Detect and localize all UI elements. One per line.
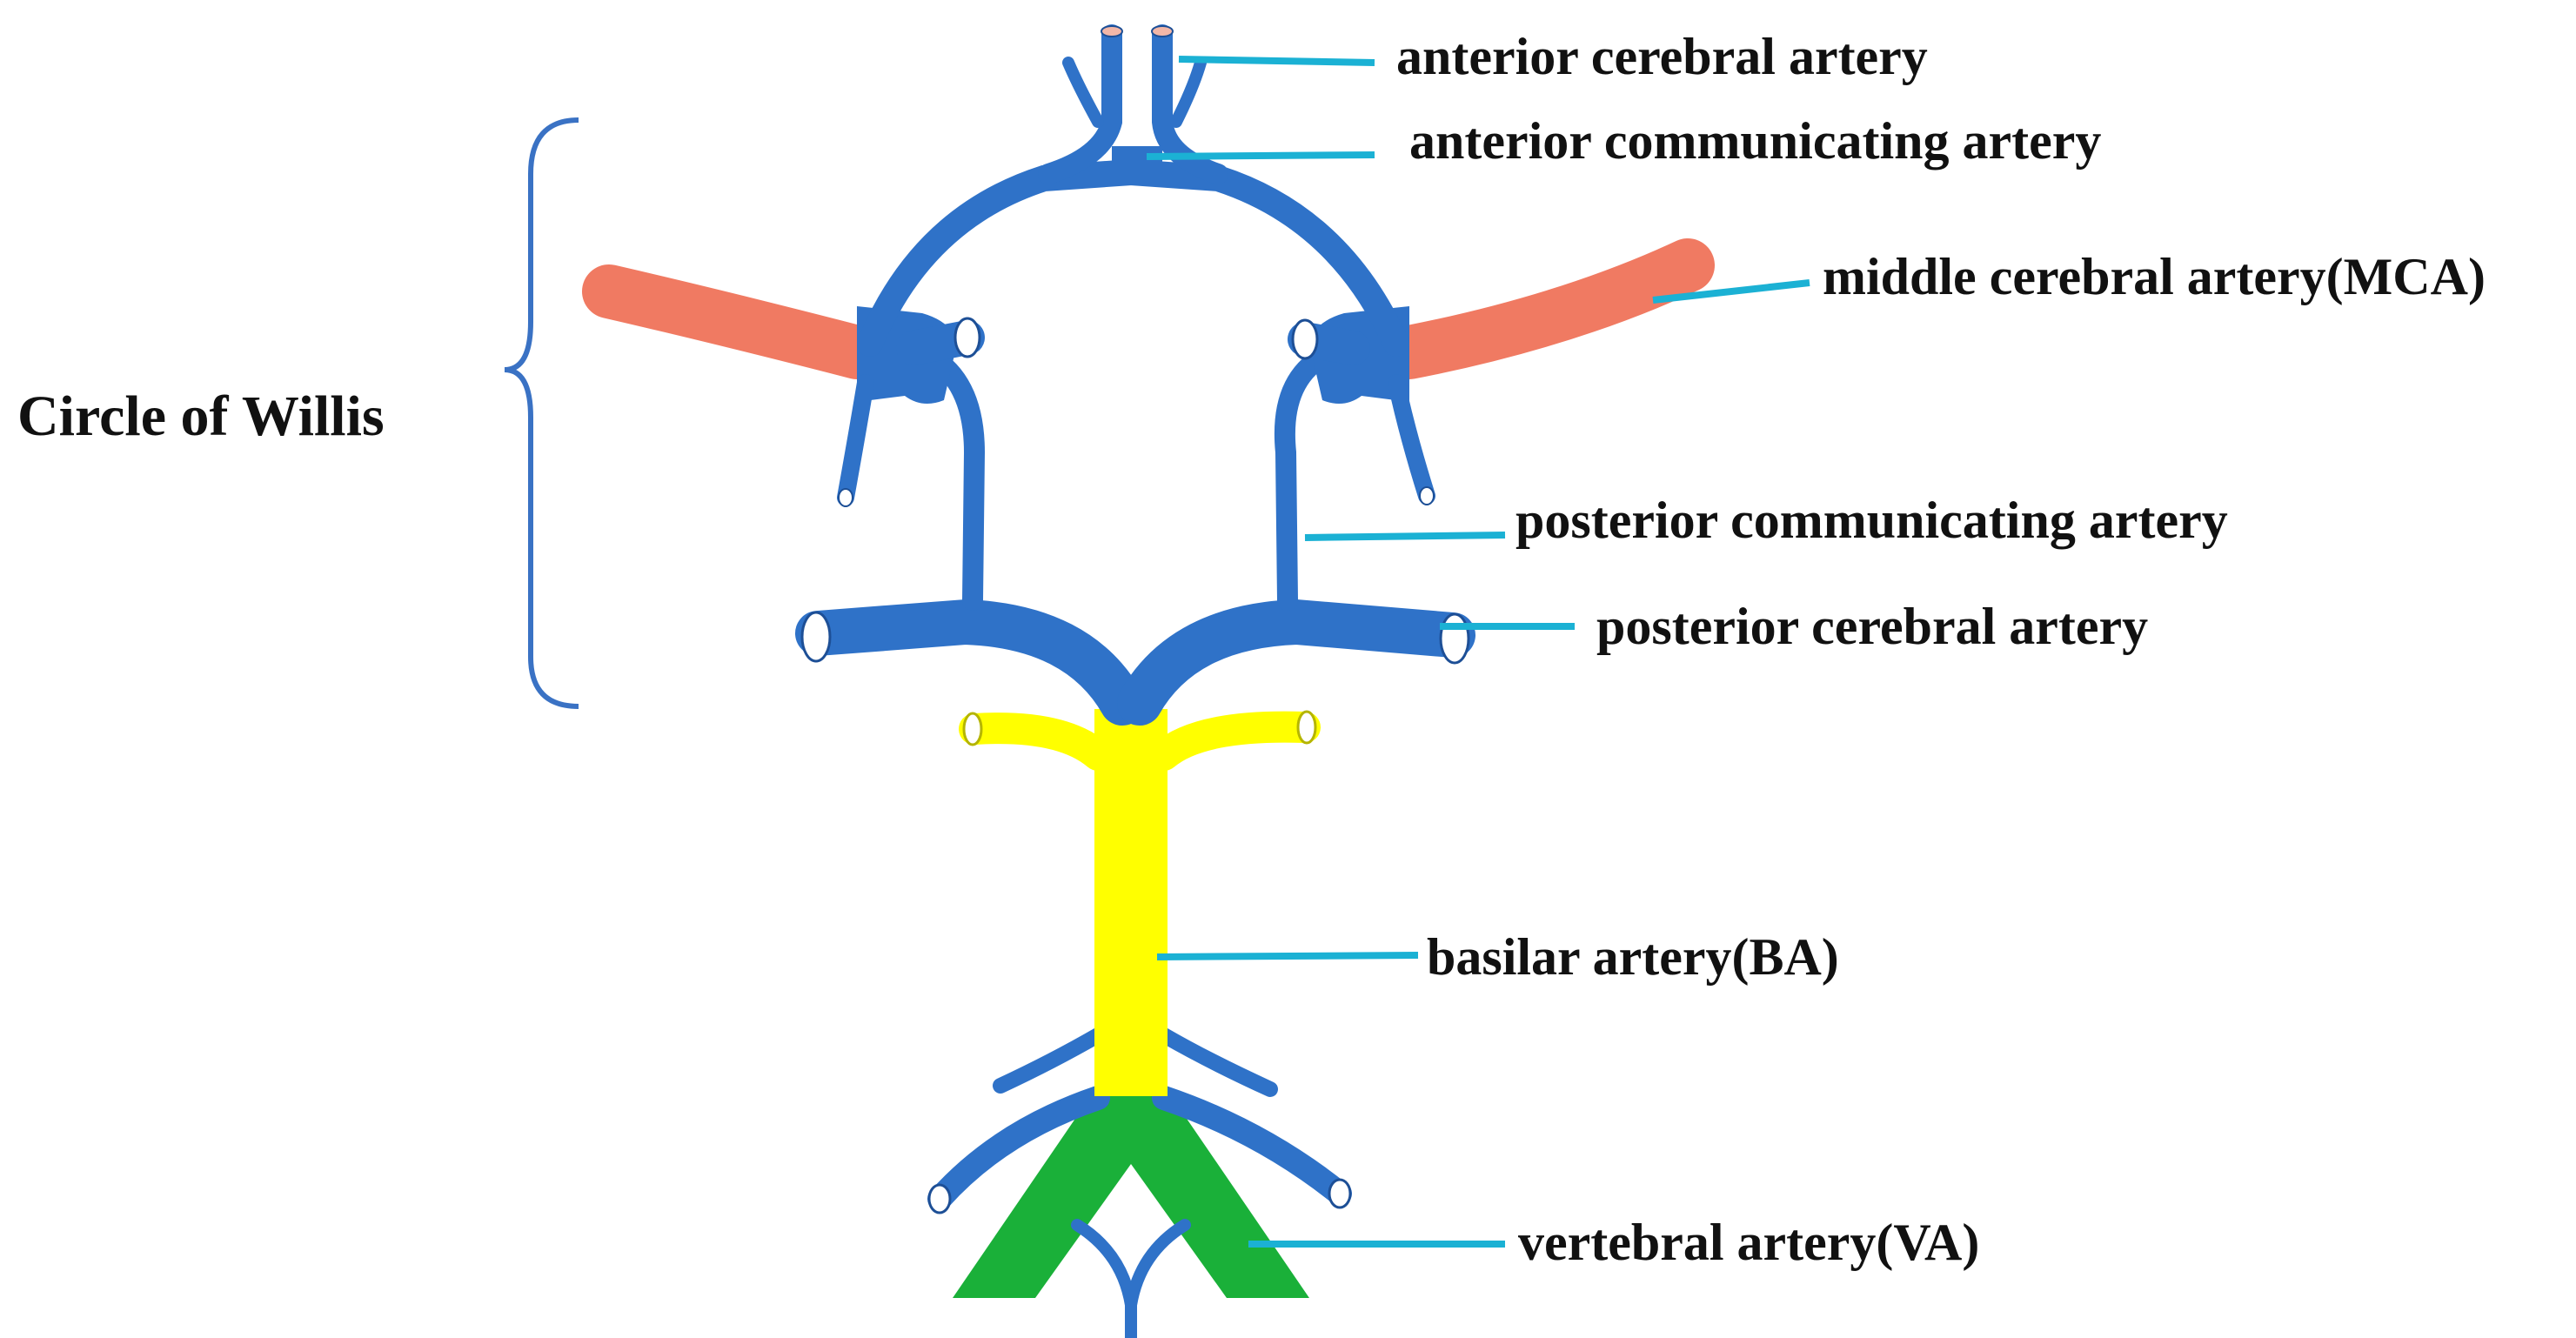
right-anterior-cerebral-artery — [1152, 24, 1228, 184]
right-posterior-communicating-artery — [1274, 346, 1333, 611]
anterior-spinal-artery — [1071, 1219, 1191, 1338]
right-middle-cerebral-artery — [1382, 238, 1715, 379]
label-posterior-communicating-artery: posterior communicating artery — [1515, 492, 2228, 549]
label-anterior-cerebral-artery: anterior cerebral artery — [1396, 28, 1928, 85]
right-anterior-choroidal-branch — [1388, 374, 1435, 505]
anterior-arch — [857, 158, 1409, 357]
left-posterior-cerebral-artery — [795, 599, 1145, 726]
right-ica-opening — [1291, 318, 1319, 360]
left-ica-opening — [953, 317, 981, 358]
left-middle-cerebral-artery — [582, 264, 884, 379]
leader-basilar — [1156, 952, 1419, 960]
vertebral-artery-shape — [953, 1094, 1309, 1298]
leader-posterior-communicating — [1304, 532, 1506, 541]
left-sca-opening — [962, 712, 983, 746]
leader-middle-cerebral — [1652, 279, 1810, 304]
right-posterior-cerebral-artery — [1117, 599, 1475, 726]
label-anterior-communicating-artery: anterior communicating artery — [1409, 112, 2101, 170]
right-aica-branch — [1156, 1027, 1278, 1097]
right-pica-opening — [1328, 1178, 1352, 1209]
right-pica-branch — [1152, 1086, 1352, 1206]
basilar-artery-shape — [1094, 709, 1168, 1096]
right-acoa-small-branch — [1170, 57, 1207, 128]
right-pca-opening — [1439, 612, 1470, 665]
left-anterior-cerebral-artery — [1038, 24, 1122, 184]
right-aca-opening — [1151, 25, 1174, 37]
circle-of-willis-bracket — [504, 117, 579, 709]
left-pica-opening — [927, 1183, 952, 1214]
right-sca-opening — [1296, 710, 1317, 745]
left-aca-opening — [1101, 25, 1123, 37]
right-superior-cerebellar-branch — [1148, 711, 1321, 771]
label-basilar-artery: basilar artery(BA) — [1427, 928, 1839, 986]
label-posterior-cerebral-artery: posterior cerebral artery — [1596, 598, 2148, 655]
label-circle-of-willis: Circle of Willis — [17, 385, 385, 448]
left-superior-cerebellar-branch — [959, 712, 1114, 771]
label-vertebral-artery: vertebral artery(VA) — [1518, 1214, 1979, 1271]
leader-anterior-communicating — [1146, 151, 1375, 160]
left-anterior-choroidal-branch — [837, 374, 874, 506]
left-pca-opening — [800, 611, 832, 663]
left-aica-branch — [993, 1027, 1106, 1094]
left-acoa-small-branch — [1062, 57, 1104, 128]
left-pica-branch — [927, 1086, 1110, 1211]
label-middle-cerebral-artery: middle cerebral artery(MCA) — [1823, 248, 2486, 305]
leader-anterior-cerebral — [1178, 56, 1375, 66]
